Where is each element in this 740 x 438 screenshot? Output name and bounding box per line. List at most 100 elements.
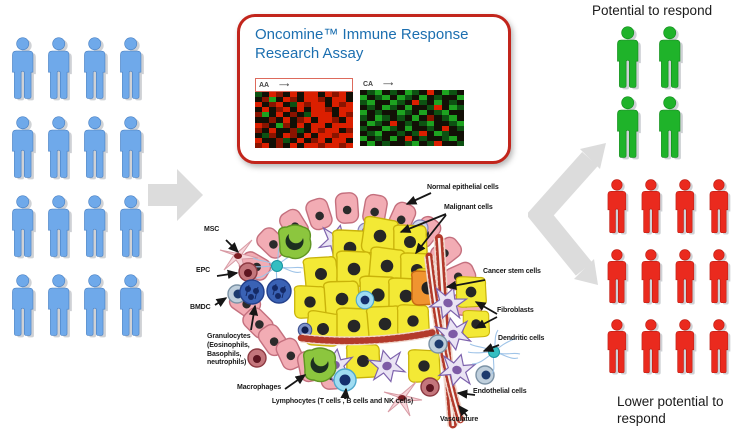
heatmap-cell: [318, 132, 325, 138]
heatmap-cell: [269, 107, 276, 113]
heatmap-cell: [346, 97, 353, 103]
heatmap-cell: [397, 130, 405, 136]
heatmap-cell: [304, 137, 311, 143]
heatmap-cell: [297, 92, 304, 98]
heatmap-cell: [404, 130, 412, 136]
heatmap-panel-aa: AA⟶: [255, 78, 353, 149]
heatmap-cell: [283, 97, 290, 103]
heatmap-cell: [456, 90, 464, 96]
heatmap-cell: [367, 125, 375, 131]
heatmap-cell: [426, 90, 435, 96]
heatmap-cell: [332, 107, 339, 113]
heatmap-cell: [297, 97, 304, 103]
heatmap-cell: [441, 135, 450, 141]
heatmap-cell: [434, 135, 442, 141]
heatmap-cell: [290, 127, 297, 133]
assay-title: Oncomine™ Immune Response Research Assay: [255, 26, 469, 62]
heatmap-cell: [276, 102, 283, 108]
heatmap-cell: [332, 127, 339, 133]
heatmap-cell: [404, 120, 412, 126]
heatmap-cell: [374, 135, 383, 141]
heatmap-cell: [360, 110, 368, 116]
heatmap-cell: [325, 122, 332, 128]
heatmap-cell: [426, 125, 435, 131]
annotation-arrows: [214, 192, 500, 417]
non-responders-caption: Lower potential to respond: [617, 394, 724, 426]
heatmap-cell: [419, 140, 427, 147]
person-icon: [8, 271, 40, 341]
heatmap-cell: [434, 125, 442, 131]
heatmap-cell: [382, 125, 390, 131]
heatmap-cell: [426, 140, 435, 147]
heatmap-cell: [374, 115, 383, 121]
label-normal-epithelial-cells: Normal epithelial cells: [427, 184, 499, 191]
heatmap-cell: [262, 132, 269, 138]
heatmap-cell: [382, 95, 390, 101]
heatmap-cell: [441, 130, 450, 136]
heatmap-cell: [367, 130, 375, 136]
heatmap-cell: [411, 115, 420, 121]
heatmap-cell: [339, 142, 346, 149]
right-arrow-icon: ⟶: [383, 81, 395, 88]
split-arrow-icon: [528, 143, 606, 285]
heatmap-cell: [311, 132, 318, 138]
heatmap-cell: [411, 120, 420, 126]
heatmap-cell: [404, 135, 412, 141]
heatmap-cell: [290, 132, 297, 138]
heatmap-grid: [255, 92, 353, 149]
label-macrophages: Macrophages: [237, 384, 282, 391]
heatmap-cell: [262, 142, 269, 149]
heatmap-cell: [297, 112, 304, 118]
label-epc: EPC: [196, 267, 211, 274]
heatmap-cell: [411, 95, 420, 101]
person-icon: [116, 113, 148, 183]
person-icon: [706, 176, 734, 238]
heatmap-cell: [269, 92, 276, 98]
heatmap-cell: [255, 127, 262, 133]
heatmap-cell: [255, 122, 262, 128]
label-dendritic-cells: Dendritic cells: [498, 335, 545, 342]
heatmap-cell: [346, 102, 353, 108]
heatmap-cell: [382, 140, 390, 147]
heatmap-cell: [255, 92, 262, 98]
heatmap-cell: [325, 117, 332, 123]
heatmap-cell: [382, 115, 390, 121]
heatmap-cell: [269, 142, 276, 149]
heatmap-cell: [346, 107, 353, 113]
person-icon: [44, 113, 76, 183]
heatmap-cell: [367, 120, 375, 126]
heatmap-cell: [346, 137, 353, 143]
heatmap-cell: [441, 115, 450, 121]
heatmap-cell: [304, 142, 311, 149]
heatmap-cell: [419, 130, 427, 136]
heatmap-cell: [434, 110, 442, 116]
heatmap-cell: [255, 137, 262, 143]
heatmap-cell: [434, 90, 442, 96]
heatmap-cell: [290, 92, 297, 98]
heatmap-cell: [318, 117, 325, 123]
heatmap-cell: [262, 92, 269, 98]
heatmap-cell: [283, 92, 290, 98]
heatmap-cell: [269, 97, 276, 103]
heatmap-cell: [304, 112, 311, 118]
heatmap-cell: [449, 110, 457, 116]
heatmap-panel-label: AA⟶: [255, 78, 353, 92]
heatmap-cell: [389, 90, 398, 96]
heatmap-cell: [311, 127, 318, 133]
heatmap-cell: [419, 135, 427, 141]
heatmap-cell: [404, 105, 412, 111]
heatmap-cell: [426, 120, 435, 126]
heatmap-cell: [269, 112, 276, 118]
heatmap-cell: [426, 110, 435, 116]
heatmap-cell: [297, 107, 304, 113]
heatmap-cell: [426, 135, 435, 141]
heatmap-cell: [262, 107, 269, 113]
heatmap-cell: [456, 105, 464, 111]
heatmap-cell: [367, 100, 375, 106]
heatmap-cell: [389, 110, 398, 116]
heatmap-cell: [276, 127, 283, 133]
heatmap-cell: [297, 142, 304, 149]
heatmap-cell: [441, 105, 450, 111]
heatmap-cell: [382, 105, 390, 111]
